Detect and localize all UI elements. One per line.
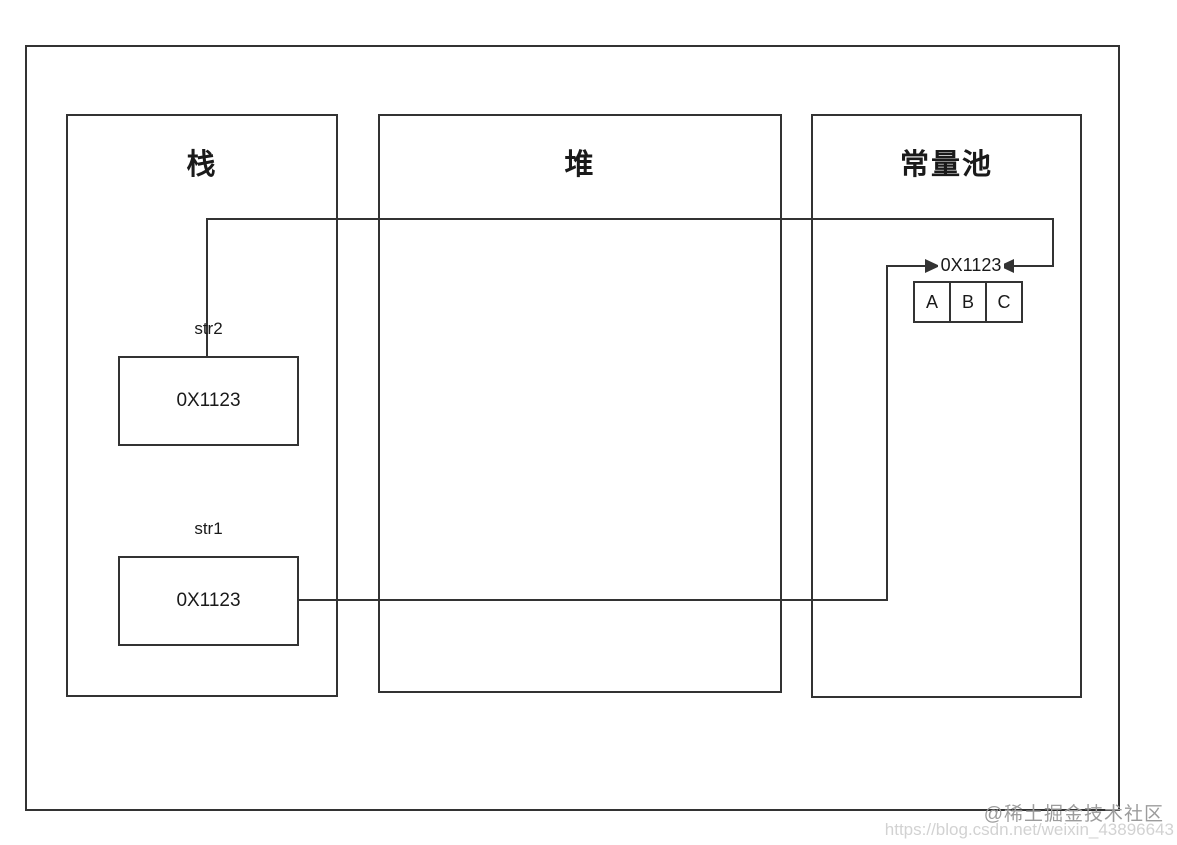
string-cell-char: A (925, 291, 938, 312)
str2-connector-down-segment (1052, 218, 1054, 267)
stack-region-box: 栈 (66, 114, 338, 697)
str1-connector-vertical-segment (886, 265, 888, 601)
str1-variable-value: 0X1123 (176, 590, 241, 611)
string-cell: C (985, 281, 1023, 323)
heap-region-box: 堆 (378, 114, 782, 693)
str2-variable-label: str2 (194, 319, 223, 338)
str2-variable-value: 0X1123 (176, 390, 241, 411)
string-cell-char: C (997, 291, 1011, 312)
watermark-community: @稀土掘金技术社区 (983, 804, 1164, 825)
str2-connector-vertical-segment (206, 219, 208, 356)
watermark-url: https://blog.csdn.net/weixin_43896643 (884, 820, 1174, 839)
str1-variable-label: str1 (194, 519, 223, 538)
str2-connector-top-segment (206, 218, 1054, 220)
constant-pool-region-title: 常量池 (899, 149, 993, 181)
stack-region-title: 栈 (186, 149, 218, 181)
string-cell: B (949, 281, 987, 323)
str1-variable-box: 0X1123 (118, 556, 299, 646)
str1-connector-approach-segment (886, 265, 926, 267)
str1-arrowhead-right-icon (925, 259, 940, 273)
str2-connector-approach-segment (1012, 265, 1054, 267)
heap-region-title: 堆 (564, 149, 596, 181)
diagram-outer-frame (25, 45, 1120, 811)
str2-variable-box: 0X1123 (118, 356, 299, 446)
str1-connector-horizontal-segment (298, 599, 888, 601)
string-cell-char: B (961, 291, 974, 312)
constant-pool-address: 0X1123 (938, 255, 1004, 276)
constant-pool-string-cells: A B C (913, 281, 1023, 323)
string-cell: A (913, 281, 951, 323)
constant-pool-region-box: 常量池 (811, 114, 1082, 698)
